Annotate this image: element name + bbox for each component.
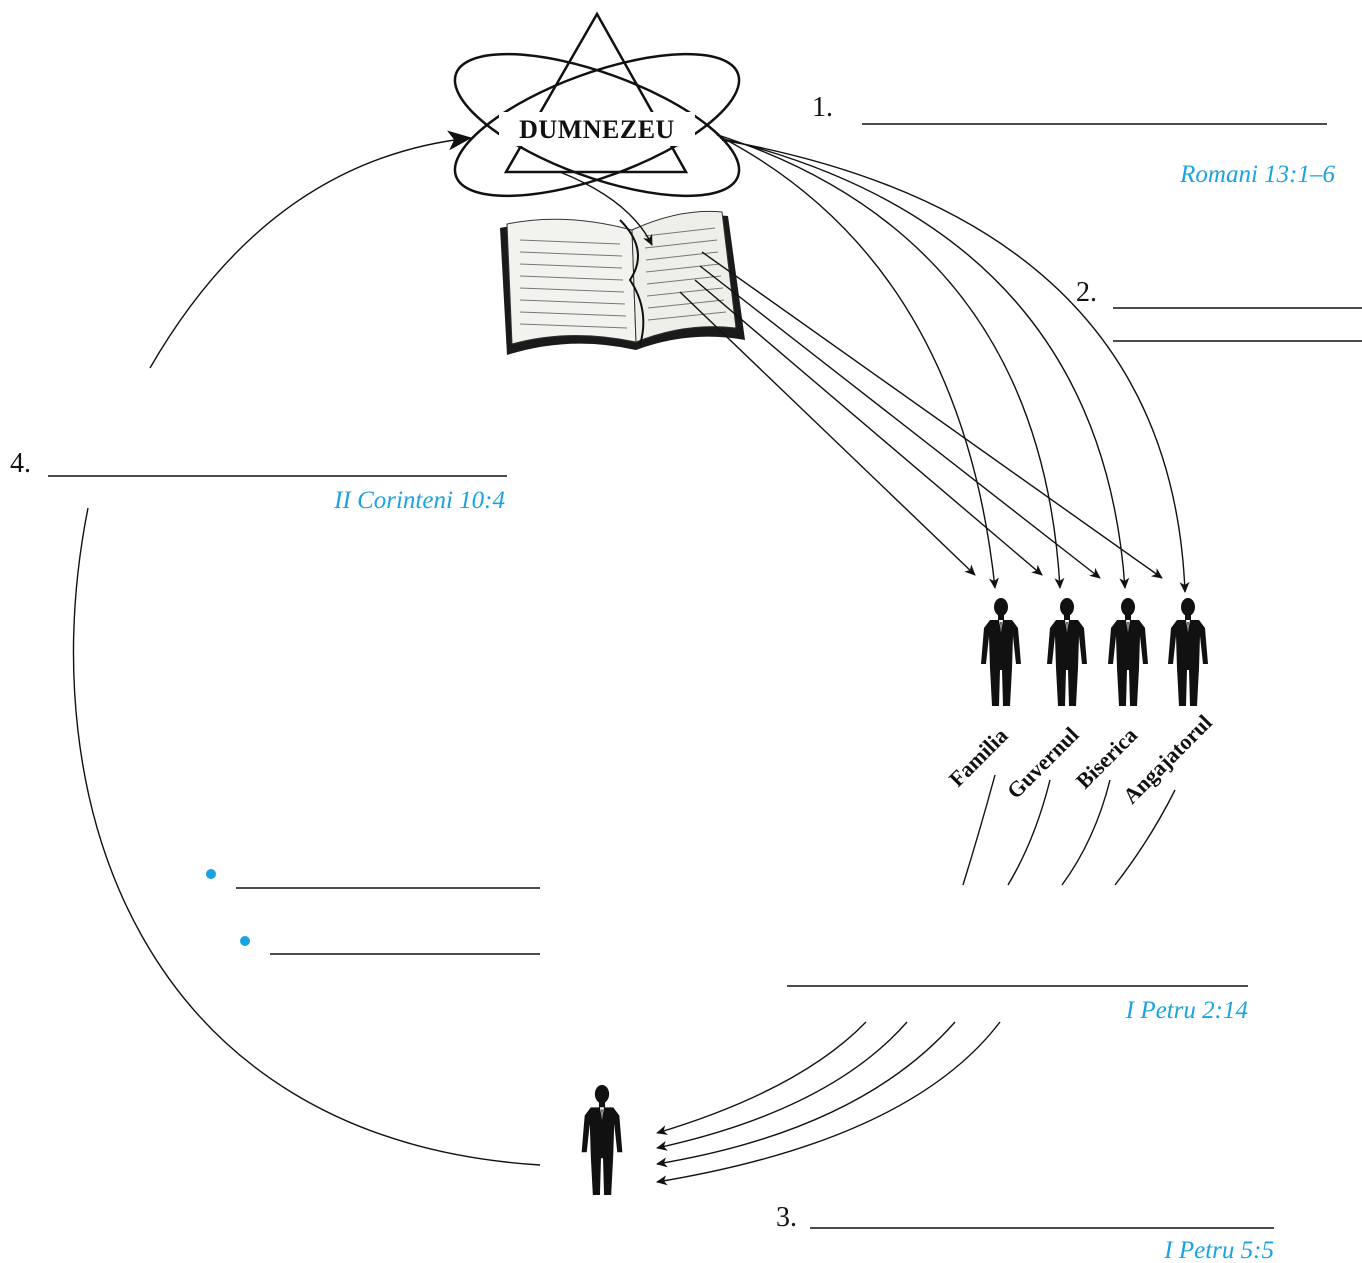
authority-figure — [981, 598, 1021, 706]
god-label: DUMNEZEU — [519, 115, 675, 144]
bible-image — [500, 210, 745, 355]
authority-figure — [1168, 598, 1208, 706]
bible-authority-arrows — [679, 251, 1163, 579]
item-3-number: 3. — [776, 1202, 797, 1233]
role-label-guvernul: Guvernul — [1002, 722, 1084, 804]
item-1-number: 1. — [812, 92, 833, 123]
authority-down-lines — [962, 774, 1176, 886]
god-authority-arrows — [716, 134, 1190, 593]
item-4-reference: II Corinteni 10:4 — [333, 487, 505, 514]
god-symbol: DUMNEZEU — [453, 11, 741, 198]
authority-figure — [1108, 598, 1148, 706]
role-label-familia: Familia — [944, 723, 1013, 792]
bullet-icon — [206, 869, 216, 879]
bullet-icon — [240, 936, 250, 946]
item-1-reference: Romani 13:1–6 — [1179, 161, 1335, 188]
authority-figure — [1047, 598, 1087, 706]
item-3-reference: I Petru 5:5 — [1163, 1237, 1274, 1263]
role-label-angajatorul: Angajatorul — [1118, 710, 1217, 809]
god-to-bible-arrow — [559, 171, 653, 246]
cycle-arc-left — [72, 507, 541, 1166]
authority-to-person-arrows — [656, 1021, 1001, 1186]
individual-figure — [581, 1085, 623, 1195]
item-2-number: 2. — [1076, 277, 1097, 308]
item-4-number: 4. — [10, 448, 31, 479]
middle-reference: I Petru 2:14 — [1125, 997, 1248, 1024]
cycle-arc-top — [149, 130, 472, 369]
